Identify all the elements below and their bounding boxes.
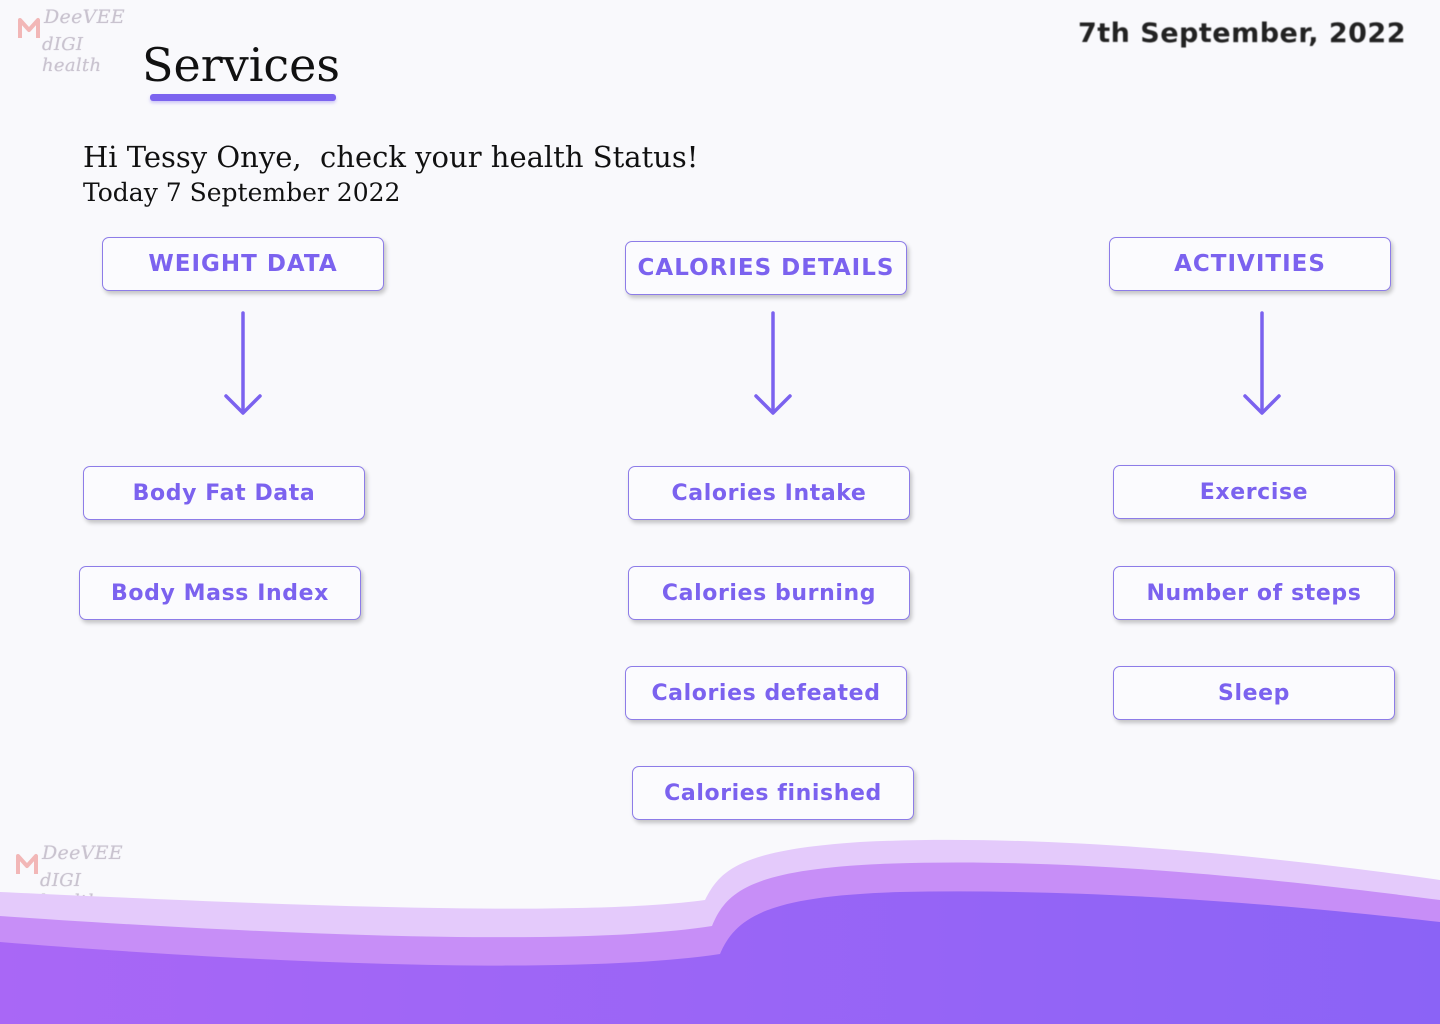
greeting-message: Hi Tessy Onye, check your health Status! [83,140,699,174]
brand-logo: DeeVEE dIGI health [18,4,148,76]
number-of-steps-button[interactable]: Number of steps [1113,566,1395,620]
calories-intake-button[interactable]: Calories Intake [628,466,910,520]
down-arrow-icon [754,311,792,415]
title-underline [150,94,336,101]
body-fat-data-button[interactable]: Body Fat Data [83,466,365,520]
activities-button[interactable]: ACTIVITIES [1109,237,1391,291]
logo-mark-icon [16,854,38,874]
logo-mark-icon [18,18,40,38]
calories-defeated-button[interactable]: Calories defeated [625,666,907,720]
bottom-wave-decoration [0,839,1440,1024]
down-arrow-icon [1243,311,1281,415]
body-mass-index-button[interactable]: Body Mass Index [79,566,361,620]
today-date: Today 7 September 2022 [83,178,401,207]
brand-line1: DeeVEE [42,842,123,864]
calories-burning-button[interactable]: Calories burning [628,566,910,620]
page-title: Services [142,38,341,92]
exercise-button[interactable]: Exercise [1113,465,1395,519]
calories-finished-button[interactable]: Calories finished [632,766,914,820]
wave-dark [0,891,1440,1024]
brand-line1: DeeVEE [44,6,125,28]
sleep-button[interactable]: Sleep [1113,666,1395,720]
down-arrow-icon [224,311,262,415]
weight-data-button[interactable]: WEIGHT DATA [102,237,384,291]
calories-details-button[interactable]: CALORIES DETAILS [625,241,907,295]
header-date: 7th September, 2022 [1077,18,1406,49]
brand-line2: dIGI health [42,34,102,76]
